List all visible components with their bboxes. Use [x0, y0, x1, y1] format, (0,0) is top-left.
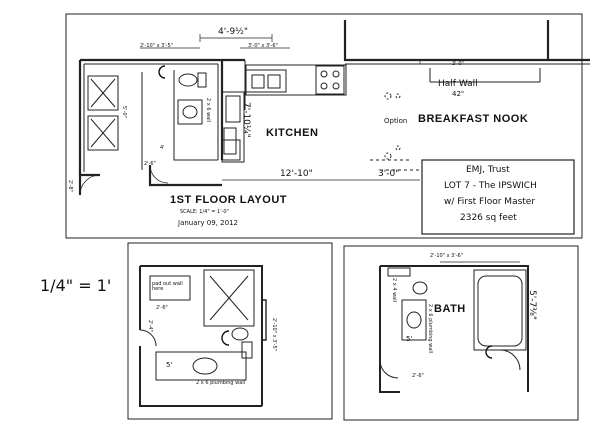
detail-left-frame — [127, 242, 333, 420]
kitchen-counters — [221, 64, 347, 163]
half-wall-height: 42" — [452, 90, 465, 98]
layout-title: 1ST FLOOR LAYOUT — [170, 194, 287, 206]
main-plan-frame — [65, 13, 583, 239]
left-dim-5ft: 5' — [166, 361, 173, 369]
left-dim-2ft6: 2'-6" — [156, 305, 168, 311]
info-box-frame — [421, 159, 575, 235]
detail-right-walls — [379, 265, 529, 393]
kitchen-label: KITCHEN — [266, 127, 319, 139]
dim-kitchen-depth: 7'-10¼" — [241, 102, 251, 138]
dim-door-2ft8: 2'-8" — [67, 180, 73, 192]
dim-bath-2ft6: 2'-6" — [144, 161, 156, 167]
toilet-fixture — [178, 72, 207, 88]
dim-wall-2x6: 2 x 6 wall — [205, 98, 211, 123]
left-plumbing-wall: 2 x 6 plumbing wall — [196, 380, 246, 386]
scale-note: SCALE: 1/4" = 1'-0" — [180, 209, 229, 215]
bath-label: BATH — [434, 303, 466, 315]
detail-left-walls — [139, 265, 263, 407]
dim-bath-4ft: 4' — [160, 145, 165, 151]
left-dim-2ft4: 2'-4" — [147, 320, 153, 332]
half-wall-label: Half Wall — [438, 79, 478, 89]
left-window-dim: 2'-10" x 3'-5" — [271, 318, 277, 352]
door-swings — [79, 164, 169, 196]
info-line-master: w/ First Floor Master — [444, 197, 536, 207]
breakfast-nook-label: BREAKFAST NOOK — [418, 113, 529, 125]
dim-counter-gap: 3'-0" — [378, 169, 400, 179]
right-dim-tub: 5'-7⅜" — [527, 290, 537, 321]
nook-option-marks — [370, 92, 420, 171]
dim-window-left: 2'-10" x 3'-5" — [140, 43, 174, 49]
info-line-lot: LOT 7 - The IPSWICH — [444, 181, 537, 191]
half-wall — [429, 68, 541, 83]
dim-window-mid: 3'-0" x 3'-6" — [248, 43, 278, 49]
main-dimension-lines — [140, 34, 421, 181]
dim-kitchen-width: 12'-10" — [280, 169, 313, 179]
detail-right-fixtures — [379, 261, 527, 379]
detail-left-fixtures — [139, 269, 267, 381]
right-dim-2ft6: 2'-6" — [412, 373, 424, 379]
right-plumbing-wall: 2 x 6 plumbing wall — [427, 304, 433, 354]
info-line-sqft: 2326 sq feet — [460, 213, 517, 223]
bath-sink — [177, 99, 203, 125]
right-window-dim: 2'-10" x 3'-6" — [430, 253, 464, 259]
right-dim-wall: 2 x 4 wall — [391, 278, 397, 303]
dim-window-right: 3'-0" — [452, 61, 464, 67]
interior-walls — [83, 60, 590, 172]
dim-top-span: 4'-9½" — [218, 27, 249, 37]
dim-bath-5ft: 5'-0" — [121, 106, 127, 118]
option-label: Option — [384, 117, 408, 125]
info-line-owner: EMJ, Trust — [466, 165, 510, 175]
double-vanity — [87, 75, 119, 151]
pad-out-note: pad out wall here — [152, 281, 183, 292]
toilet-c-markers — [158, 65, 493, 359]
right-dim-5ft: 5' — [406, 335, 413, 343]
detail-right-frame — [343, 245, 579, 421]
big-scale-label: 1/4" = 1' — [40, 276, 112, 295]
plan-date: January 09, 2012 — [178, 219, 238, 227]
